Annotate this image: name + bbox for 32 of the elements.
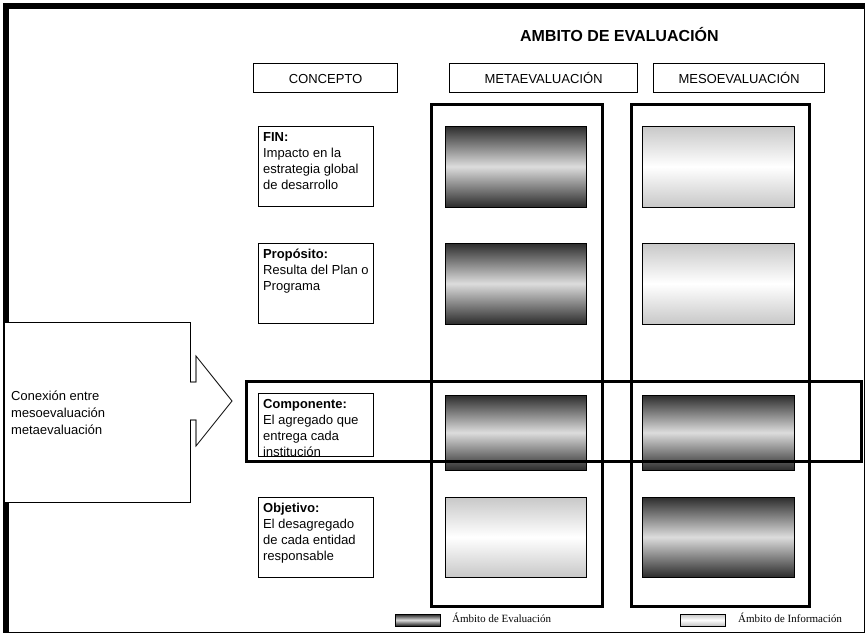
concept-box (258, 393, 374, 457)
concept-box (258, 243, 374, 324)
concept-text: El desagregado de cada entidad responsable (263, 516, 357, 564)
concept-box (258, 126, 374, 207)
concept-text: El agregado que entrega cada institución (263, 412, 360, 460)
concept-text: Resulta del Plan o Programa (263, 262, 369, 294)
concept-heading: Componente: (263, 396, 348, 412)
column-header: CONCEPTO (253, 63, 398, 93)
legend-label: Ámbito de Información (738, 613, 842, 625)
column-header: MESOEVALUACIÓN (653, 63, 825, 93)
shaded-box (445, 243, 587, 325)
shaded-box (445, 497, 587, 578)
shaded-box (642, 395, 795, 471)
shaded-box (445, 126, 587, 208)
shaded-box (642, 497, 795, 578)
concept-heading: Propósito: (263, 246, 329, 262)
diagram-title: AMBITO DE EVALUACIÓN (520, 28, 719, 46)
shaded-box (445, 395, 587, 471)
block-arrow (190, 354, 233, 448)
shaded-box (642, 243, 795, 325)
concept-heading: Objetivo: (263, 500, 320, 516)
concept-text: Impacto en la estrategia global de desarrollo (263, 145, 360, 193)
row-frame (245, 380, 863, 463)
column-header: METAEVALUACIÓN (449, 63, 638, 93)
shaded-box (642, 126, 795, 208)
text-label: Conexión entre mesoevaluación metaevaluación (11, 387, 106, 438)
concept-box (258, 497, 374, 578)
legend-label: Ámbito de Evaluación (452, 613, 551, 625)
column-frame (430, 103, 604, 608)
column-frame (630, 103, 811, 608)
concept-heading: FIN: (263, 129, 290, 145)
text-box (4, 322, 191, 503)
